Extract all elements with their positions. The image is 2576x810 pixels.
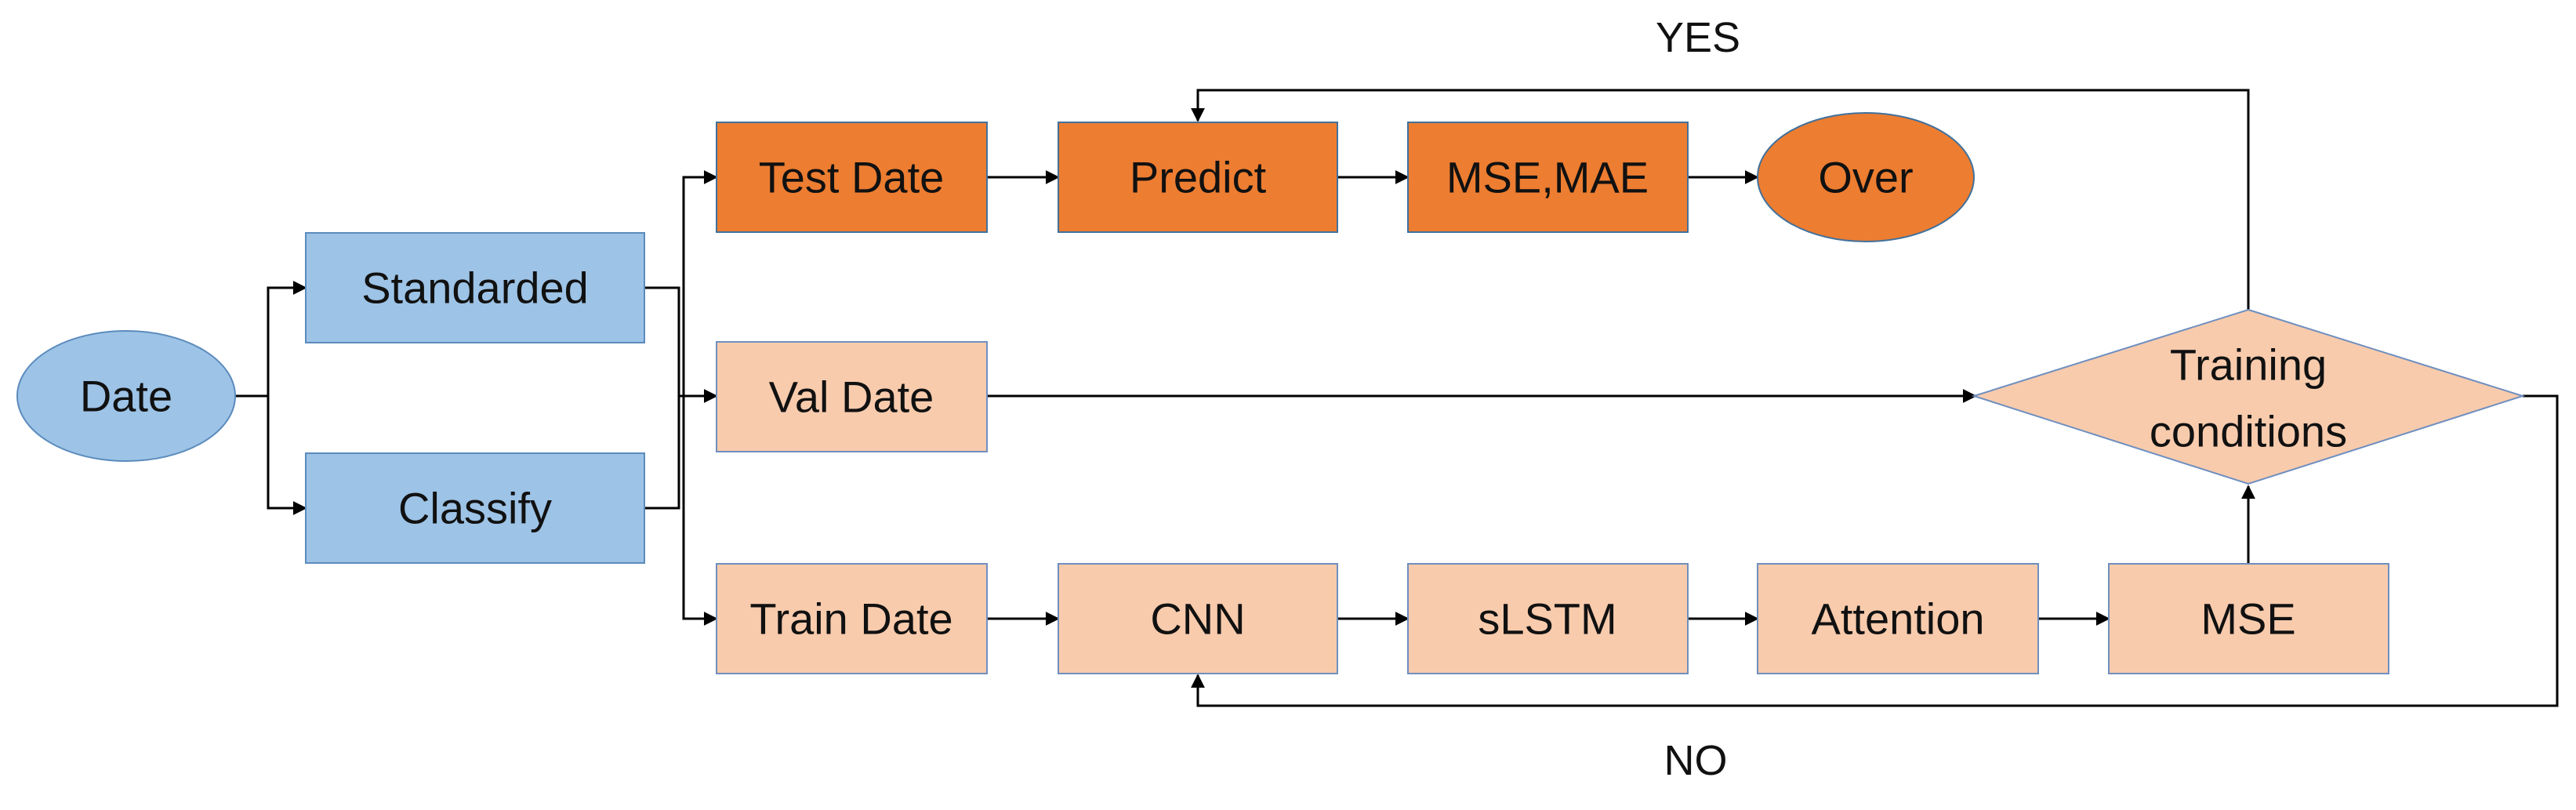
node-test-date-label: Test Date	[759, 153, 945, 202]
edge-date-standarded	[235, 281, 307, 398]
node-predict-label: Predict	[1130, 153, 1267, 202]
edge-label-yes: YES	[1656, 14, 1740, 61]
edge-yes-loop	[1191, 89, 2250, 310]
node-val-date: Val Date	[716, 341, 988, 452]
node-mse-label: MSE	[2200, 594, 2295, 644]
node-mse-mae-label: MSE,MAE	[1446, 153, 1649, 202]
node-classify: Classify	[305, 452, 645, 564]
node-val-date-label: Val Date	[769, 372, 934, 422]
node-cnn: CNN	[1058, 563, 1338, 674]
edge-bus-train	[682, 396, 718, 626]
node-training-conditions-line2: conditions	[2150, 407, 2347, 456]
edge-standarded-bus	[644, 286, 680, 396]
edge-no-loop	[1191, 394, 2559, 707]
node-standarded-label: Standarded	[361, 263, 589, 313]
node-over-label: Over	[1818, 153, 1913, 202]
connectors	[235, 89, 2559, 707]
node-standarded: Standarded	[305, 232, 645, 343]
node-date: Date	[16, 330, 236, 462]
node-attention: Attention	[1757, 563, 2039, 674]
node-cnn-label: CNN	[1150, 594, 1245, 644]
node-training-conditions-line1: Training	[2170, 340, 2327, 390]
node-test-date: Test Date	[716, 122, 988, 233]
node-train-date: Train Date	[716, 563, 988, 674]
node-training-conditions: Training conditions	[1971, 308, 2526, 485]
node-train-date-label: Train Date	[749, 594, 952, 644]
edge-label-no: NO	[1664, 737, 1728, 784]
edge-classify-bus	[644, 396, 680, 510]
node-date-label: Date	[80, 372, 172, 421]
node-over: Over	[1757, 112, 1975, 242]
node-classify-label: Classify	[398, 484, 552, 533]
node-slstm: sLSTM	[1407, 563, 1689, 674]
node-slstm-label: sLSTM	[1478, 594, 1616, 644]
node-mse: MSE	[2108, 563, 2389, 674]
node-attention-label: Attention	[1811, 594, 1984, 644]
node-predict: Predict	[1058, 122, 1338, 233]
edge-bus-test	[679, 170, 718, 398]
node-mse-mae: MSE,MAE	[1407, 122, 1689, 233]
edge-date-classify	[267, 396, 307, 515]
